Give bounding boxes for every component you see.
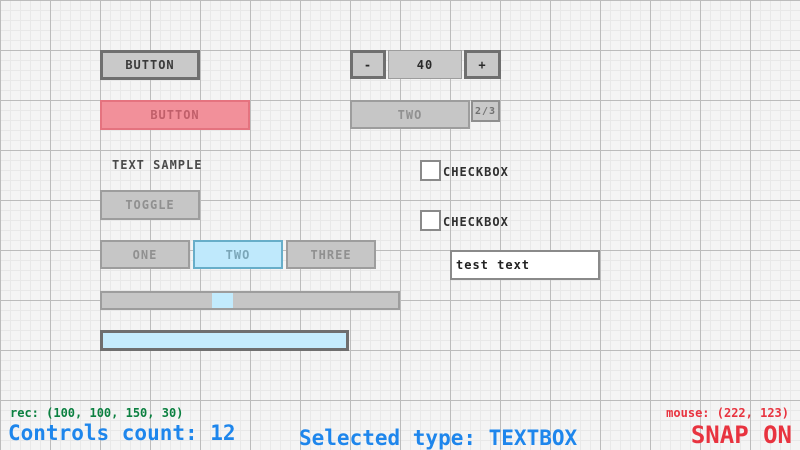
text-sample-label: TEXT SAMPLE [112,158,203,172]
checkbox-2-label: CHECKBOX [443,215,509,229]
slider-handle[interactable] [211,293,233,308]
slider-track[interactable] [100,291,400,310]
tab-three[interactable]: THREE [286,240,376,269]
text-input[interactable] [450,250,600,280]
spinner-index-badge: 2/3 [471,100,500,122]
status-mouse-readout: mouse: (222, 123) [666,406,789,420]
checkbox-1[interactable] [420,160,441,181]
stepper-plus-button[interactable]: + [464,50,501,79]
button-main[interactable]: BUTTON [100,50,200,80]
tab-one[interactable]: ONE [100,240,190,269]
spinner-value[interactable]: TWO [350,100,470,129]
button-highlighted[interactable]: BUTTON [100,100,250,130]
checkbox-1-label: CHECKBOX [443,165,509,179]
checkbox-2[interactable] [420,210,441,231]
progress-bar[interactable] [100,330,349,351]
stepper-value: 40 [388,50,462,79]
status-snap-indicator: SNAP ON [690,421,792,449]
status-controls-count: Controls count: 12 [8,421,236,445]
toggle-button[interactable]: TOGGLE [100,190,200,220]
status-rect-readout: rec: (100, 100, 150, 30) [10,406,184,420]
stepper-minus-button[interactable]: - [350,50,386,79]
tab-two-selected[interactable]: TWO [193,240,283,269]
status-selected-type: Selected type: TEXTBOX [299,426,578,450]
